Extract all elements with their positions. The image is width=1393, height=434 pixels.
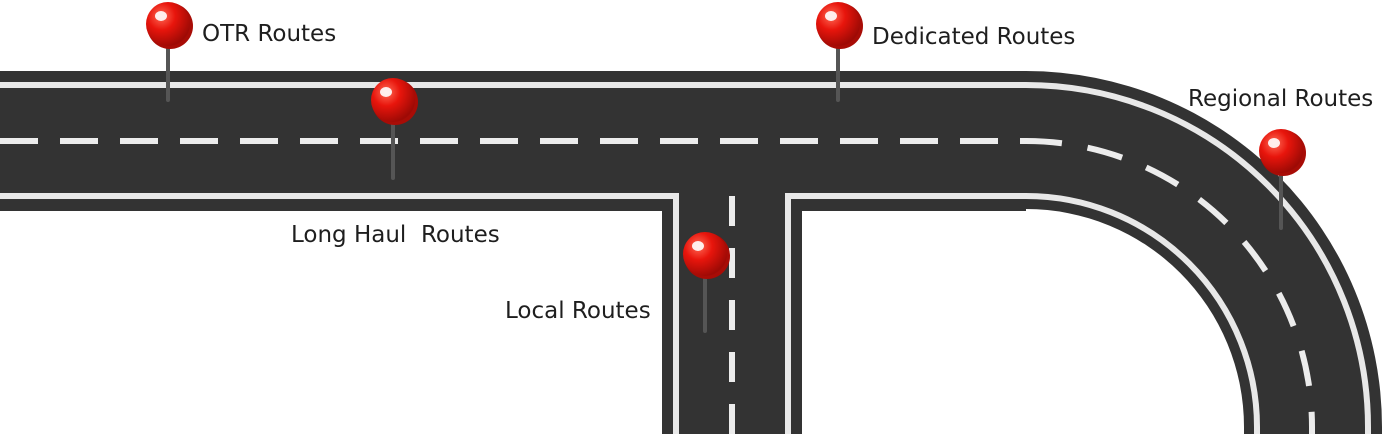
map-pin-icon (1259, 129, 1306, 230)
pin-otr: OTR Routes (146, 2, 336, 102)
pin-long-haul: Long Haul Routes (291, 78, 500, 248)
pin-label-dedicated: Dedicated Routes (872, 24, 1075, 50)
map-pin-icon (146, 2, 193, 102)
pin-label-regional: Regional Routes (1188, 86, 1373, 112)
pin-label-local: Local Routes (505, 298, 651, 324)
curve-asphalt (1026, 71, 1382, 434)
pin-regional: Regional Routes (1188, 86, 1373, 230)
pin-local: Local Routes (505, 232, 730, 333)
pin-label-otr: OTR Routes (202, 21, 336, 47)
edge-lines (0, 82, 1371, 434)
map-pin-icon (683, 232, 730, 333)
pin-dedicated: Dedicated Routes (816, 2, 1075, 102)
map-pin-icon (816, 2, 863, 102)
center-dashes (0, 138, 1315, 434)
road (0, 71, 1382, 434)
pin-label-long-haul: Long Haul Routes (291, 222, 500, 248)
map-pin-icon (371, 78, 418, 180)
